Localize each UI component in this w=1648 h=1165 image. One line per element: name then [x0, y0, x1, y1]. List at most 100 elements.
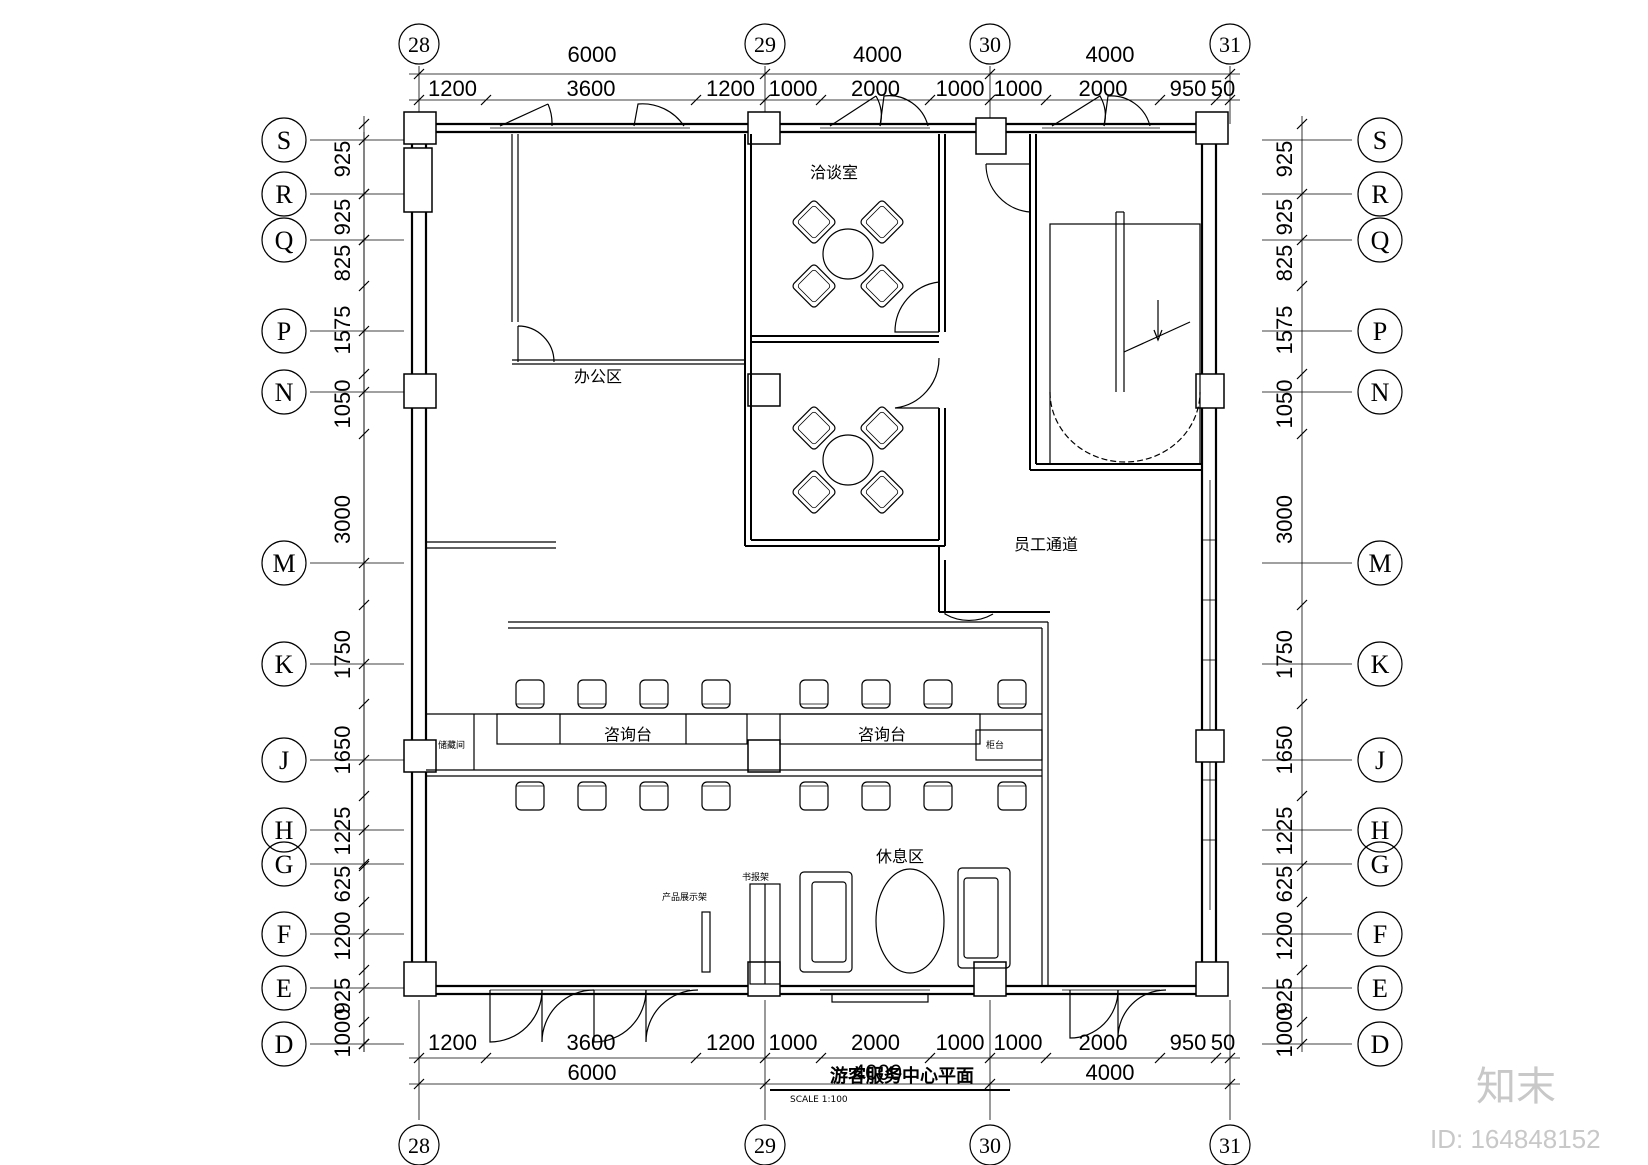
counter-chair [923, 781, 953, 811]
armchair-cushion [865, 475, 899, 509]
dim-right-chain-text: 1000 [1272, 1009, 1297, 1058]
dim-right-chain-tick [1296, 860, 1308, 872]
armchair-cushion [797, 475, 831, 509]
axis-bubble-col [398, 23, 440, 65]
axis-label-col: 28 [408, 32, 430, 57]
dim-top-detail-tick [690, 94, 702, 106]
column [1195, 961, 1229, 997]
room-counter-right: 咨询台 [858, 725, 906, 744]
axis-label-row: D [1371, 1030, 1390, 1059]
counter-chair [799, 679, 829, 709]
axis-bubble-row [261, 807, 307, 853]
dim-left-chain-tick [358, 1016, 370, 1028]
plan-title: 游客服务中心平面 [830, 1065, 974, 1087]
column [403, 961, 437, 997]
axis-bubble-row [261, 641, 307, 687]
label-display-b: 书报架 [742, 871, 769, 883]
column [1195, 111, 1229, 145]
dim-bottom-detail-tick [480, 1052, 492, 1064]
armchair-cushion [865, 205, 899, 239]
dim-top-detail-text: 50 [1211, 76, 1235, 101]
plan-title-sub: SCALE 1:100 [790, 1095, 848, 1105]
dim-left-chain-tick [358, 790, 370, 802]
dim-top-overall-tick [984, 68, 996, 80]
dim-left-chain-tick [358, 188, 370, 200]
armchair [792, 406, 836, 450]
dim-bottom-overall-tick [984, 1078, 996, 1090]
axis-bubble-col [1209, 23, 1251, 65]
column [1195, 373, 1225, 409]
axis-bubble-row [1357, 911, 1403, 957]
dim-right-chain-text: 1050 [1272, 380, 1297, 429]
axis-label-col: 29 [754, 1133, 776, 1158]
dim-left-chain-tick [358, 698, 370, 710]
dim-bottom-detail-tick [1224, 1052, 1236, 1064]
dim-bottom-detail-tick [1154, 1052, 1166, 1064]
dim-right-chain-tick [1296, 280, 1308, 292]
dim-left-chain-tick [358, 118, 370, 130]
dim-bottom-detail-tick [1040, 1052, 1052, 1064]
dim-top-detail-tick [413, 94, 425, 106]
dim-right-chain-text: 825 [1272, 245, 1297, 282]
chair-seat [923, 781, 953, 811]
dim-left-chain-text: 1650 [330, 726, 355, 775]
counter-chair [997, 781, 1027, 811]
axis-bubble-row [1357, 308, 1403, 354]
chair-seat [515, 679, 545, 709]
armchair-cushion [797, 205, 831, 239]
dim-right-chain-text: 1575 [1272, 306, 1297, 355]
dim-top-detail-tick [480, 94, 492, 106]
exterior-walls [410, 122, 1218, 996]
armchair-cushion [865, 269, 899, 303]
counter-chair [861, 679, 891, 709]
dim-right-chain-tick [1296, 790, 1308, 802]
chair-seat [515, 781, 545, 811]
chair-seat [799, 781, 829, 811]
axis-label-row: Q [1371, 226, 1390, 255]
dim-right-chain-tick [1296, 964, 1308, 976]
drawing-title: 游客服务中心平面 SCALE 1:100 [770, 1065, 1010, 1105]
dim-top-detail-text: 1000 [994, 76, 1043, 101]
dim-left-chain-text: 3000 [330, 495, 355, 544]
axis-bubble-col [744, 1124, 786, 1165]
column [747, 739, 781, 773]
axis-label-col: 28 [408, 1133, 430, 1158]
dim-top-detail-text: 3600 [567, 76, 616, 101]
doors [489, 95, 1167, 1043]
column [403, 111, 437, 145]
dim-right-chain-text: 1200 [1272, 912, 1297, 961]
dim-left-chain-tick [358, 860, 370, 872]
axis-bubble-row [261, 171, 307, 217]
axis-bubble-col [969, 1124, 1011, 1165]
chair-seat [861, 679, 891, 709]
axis-bubble-row [1357, 117, 1403, 163]
column [1195, 729, 1225, 763]
dim-bottom-detail-text: 950 [1170, 1030, 1207, 1055]
dim-bottom-detail-text: 50 [1211, 1030, 1235, 1055]
axis-label-col: 30 [979, 32, 1001, 57]
armchair-seat [792, 200, 836, 244]
axis-label-col: 29 [754, 32, 776, 57]
dim-top-detail-text: 950 [1170, 76, 1207, 101]
dim-left-chain-text: 1050 [330, 380, 355, 429]
axis-label-row: G [1371, 850, 1390, 879]
dim-right-chain-text: 925 [1272, 978, 1297, 1015]
dim-left-chain-text: 1200 [330, 912, 355, 961]
watermark-logo: 知末 [1476, 1064, 1556, 1110]
axis-bubble-row [261, 965, 307, 1011]
dim-bottom-detail-tick [815, 1052, 827, 1064]
dim-left-chain-tick [358, 1038, 370, 1050]
dim-top-overall-tick [759, 68, 771, 80]
axis-label-row: F [277, 920, 291, 949]
dim-left-chain-text: 825 [330, 245, 355, 282]
column [747, 961, 781, 997]
dim-bottom-detail-text: 1000 [769, 1030, 818, 1055]
room-staff-corridor: 员工通道 [1014, 535, 1078, 554]
axis-bubble-row [1357, 807, 1403, 853]
axis-bubble-row [1357, 369, 1403, 415]
armchair-seat [792, 264, 836, 308]
dim-top-detail-text: 1000 [936, 76, 985, 101]
axis-label-row: N [275, 378, 294, 407]
axis-label-row: K [1371, 650, 1390, 679]
